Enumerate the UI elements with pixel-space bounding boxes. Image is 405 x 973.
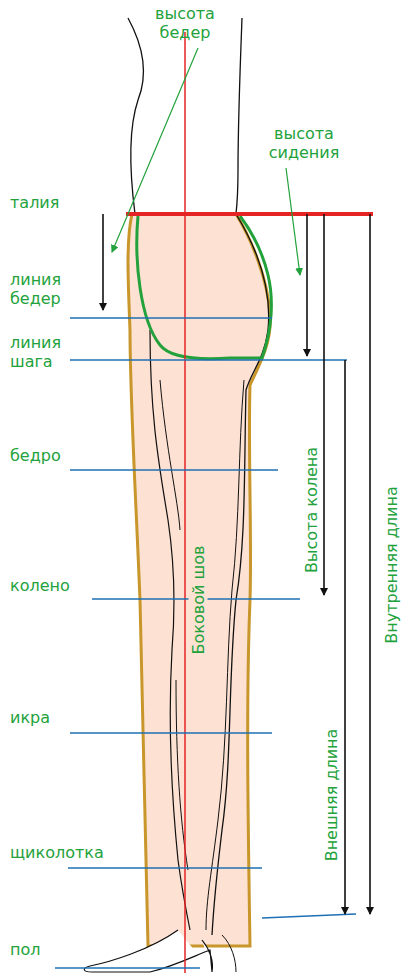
dimension-label: Внешняя длина [322,729,341,862]
seat-outline [137,216,272,359]
seat-height-label: высота сидения [256,124,352,162]
level-label: щиколотка [10,843,130,862]
hip-height-label: высота бедер [148,4,222,42]
dimension-label: Высота колена [302,447,321,573]
waist-line [126,212,373,216]
level-label: колено [10,576,100,595]
level-label: бедро [10,446,100,465]
dimension-label: Внутренняя длина [382,486,401,643]
level-label: линия бедер [10,270,70,308]
seam-label: Боковой шов [189,544,208,657]
level-label: икра [10,708,100,727]
side-seam-line [184,32,186,973]
dimension-arrows [103,214,370,914]
level-label: талия [10,193,100,212]
level-lines [55,318,356,968]
level-label: пол [10,940,70,959]
level-label: линия шага [10,333,70,371]
